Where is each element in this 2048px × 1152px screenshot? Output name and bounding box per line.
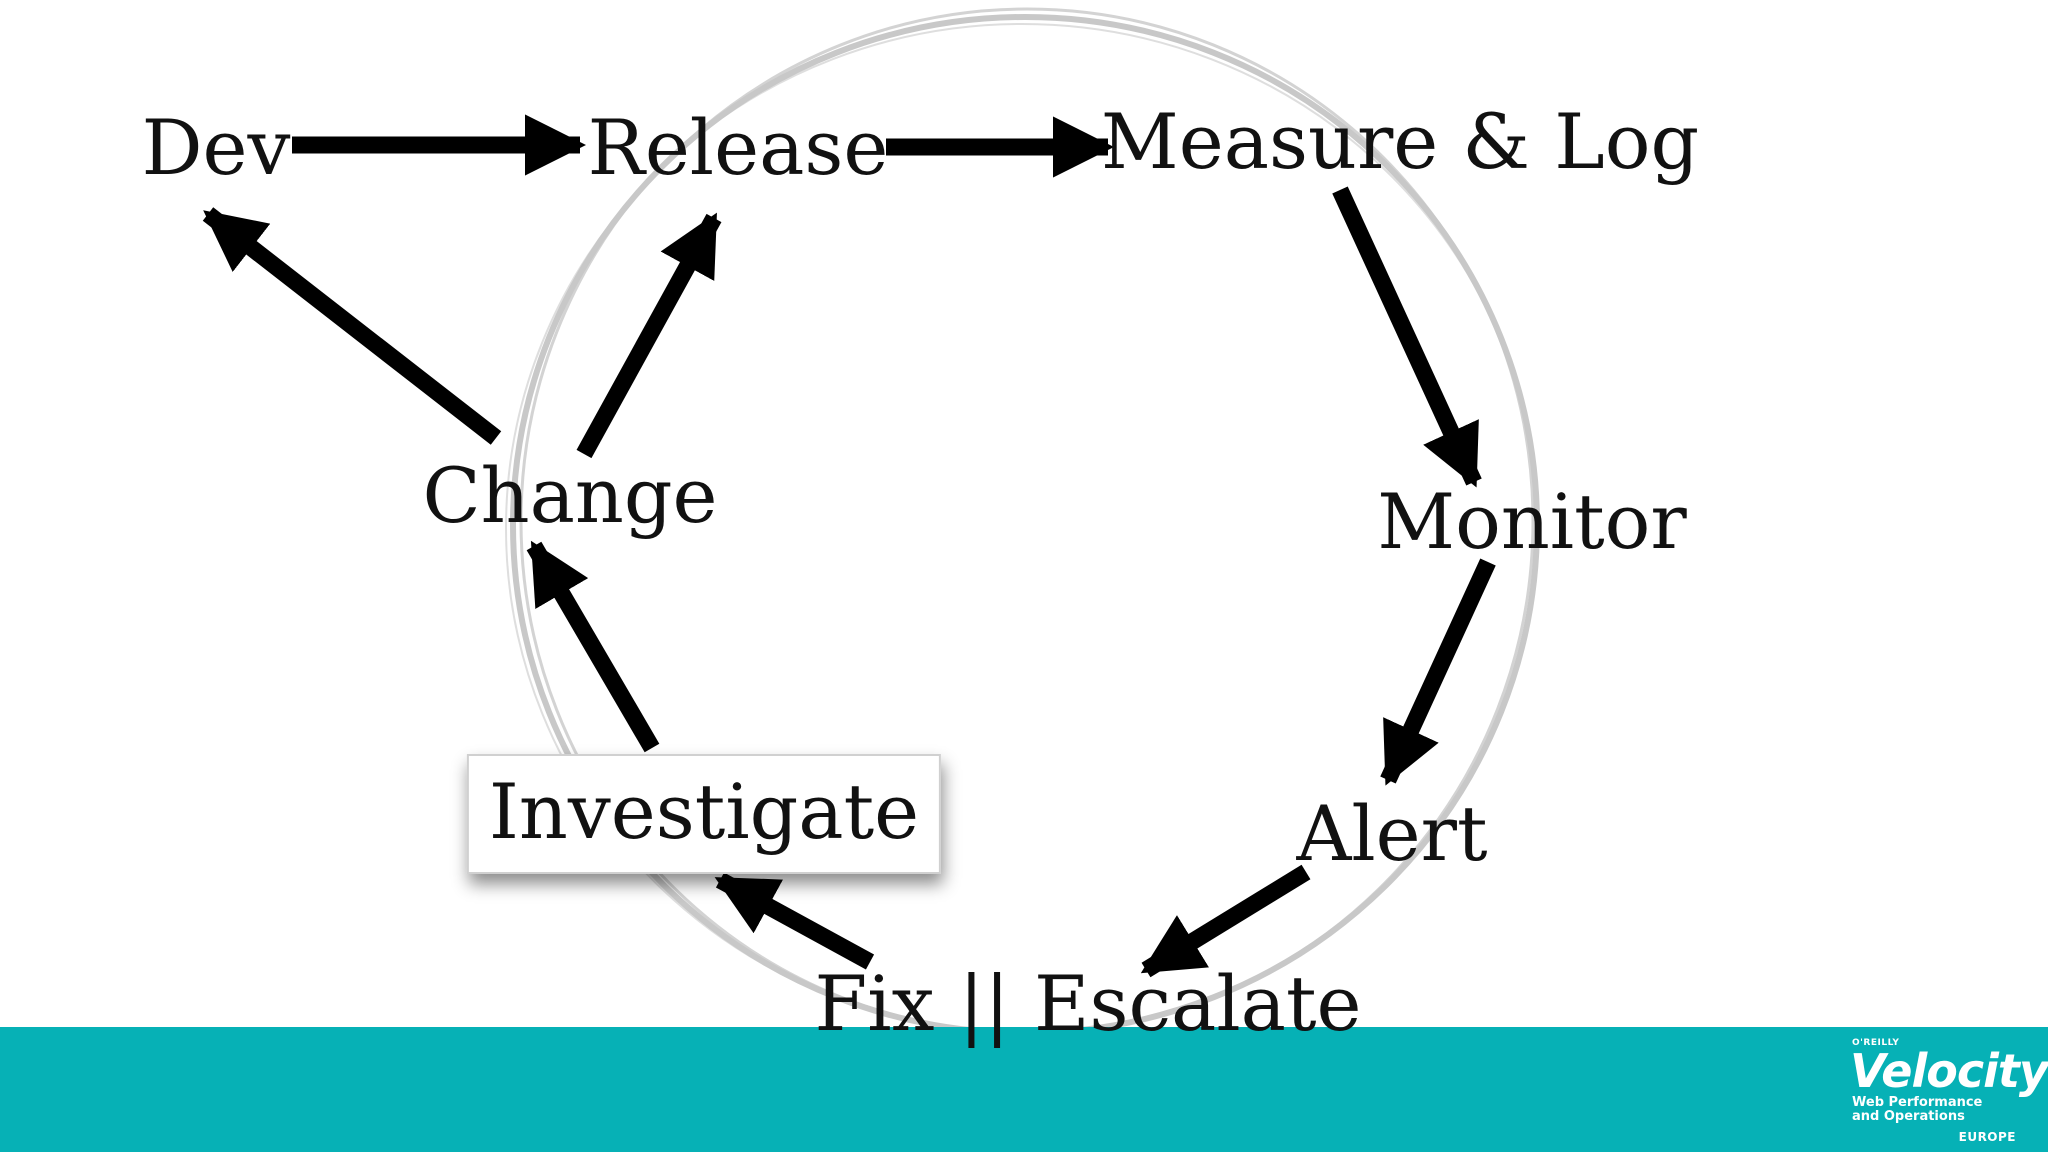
arrow-change-to-dev (202, 207, 502, 445)
node-dev: Dev (141, 103, 291, 192)
logo-tagline-1: Web Performance (1852, 1095, 1983, 1110)
logo-tagline-2: and Operations (1852, 1109, 1965, 1124)
logo-region: EUROPE (1958, 1130, 2016, 1144)
arrow-change-to-release (576, 212, 722, 459)
node-release: Release (587, 103, 889, 192)
arrow-monitor-to-alert (1380, 558, 1496, 786)
arrow-fix-to-investigate (714, 872, 875, 970)
node-monitor: Monitor (1377, 477, 1687, 566)
node-change: Change (422, 451, 718, 540)
node-investigate: Investigate (466, 754, 942, 874)
node-measure-log: Measure & Log (1100, 97, 1700, 186)
velocity-logo: O'REILLY Velocity Web Performance and Op… (1850, 1036, 2048, 1146)
arrow-measure-to-monitor (1332, 186, 1482, 488)
footer-band (0, 1027, 2048, 1152)
node-alert: Alert (1296, 789, 1488, 878)
arrow-alert-to-fix (1140, 864, 1311, 978)
logo-publisher: O'REILLY (1852, 1038, 1900, 1048)
arrow-investigate-to-change (526, 540, 660, 753)
node-fix-escalate: Fix || Escalate (814, 959, 1362, 1048)
logo-brand: Velocity (1850, 1044, 2048, 1098)
arrows (202, 114, 1496, 978)
